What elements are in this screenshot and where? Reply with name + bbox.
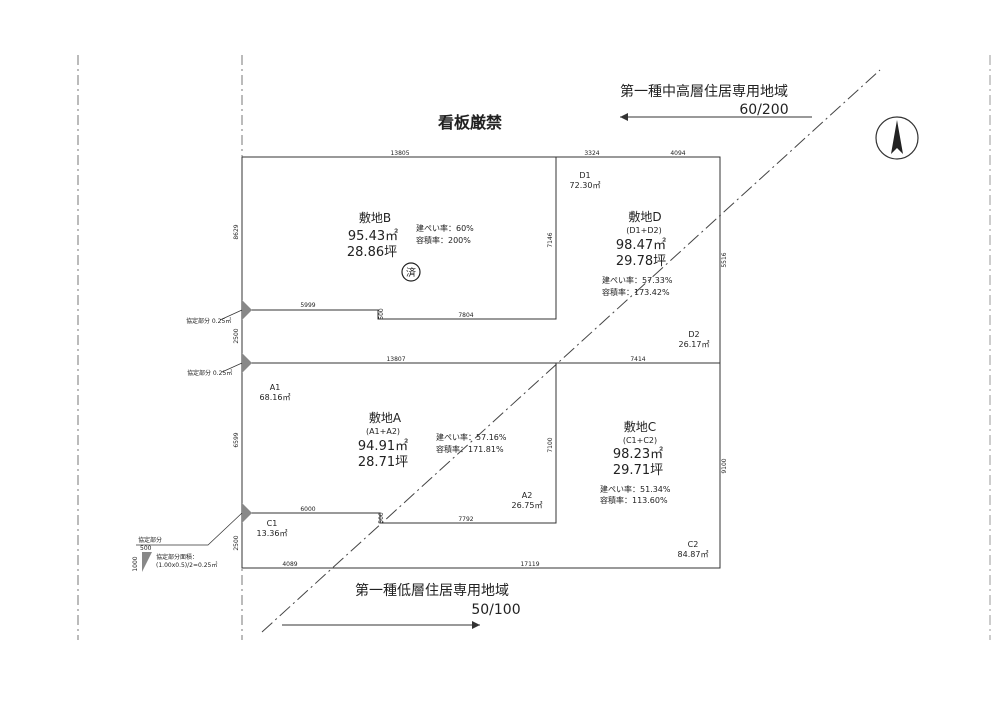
lot-d-coverage: 建ぺい率：57.33%	[602, 275, 673, 285]
lot-a-far: 容積率：171.81%	[436, 444, 504, 454]
part-a2-area: 26.75㎡	[512, 501, 543, 510]
lot-a-title: 敷地A	[369, 410, 402, 425]
dim-top-mid: 3324	[584, 150, 599, 157]
dim-top-right: 4094	[670, 150, 685, 157]
dim-a-bottom-a: 6000	[300, 506, 315, 513]
part-d1-label: D1	[579, 171, 590, 180]
part-c2-label: C2	[688, 540, 699, 549]
legend-title: 協定部分	[138, 536, 162, 544]
cut-corner-middle	[242, 353, 252, 373]
lot-a-sub: (A1+A2)	[366, 427, 400, 436]
legend-formula: 協定部分面積：	[156, 553, 198, 561]
lot-boundaries	[241, 156, 721, 569]
lot-b-coverage: 建ぺい率：60%	[416, 223, 474, 233]
dim-top-left: 13805	[390, 150, 409, 157]
notice-text: 看板厳禁	[437, 113, 502, 132]
part-a2-label: A2	[522, 491, 533, 500]
dim-b-bottom-b: 7804	[458, 312, 473, 319]
zone-top-arrowhead	[620, 113, 628, 121]
lot-c-far: 容積率：113.60%	[600, 495, 668, 505]
lot-c-tsubo: 29.71坪	[613, 463, 663, 478]
legend-width: 500	[140, 545, 152, 552]
dim-b-left: 8629	[233, 224, 240, 239]
lot-c-sub: (C1+C2)	[623, 436, 657, 445]
part-c2-area: 84.87㎡	[678, 550, 709, 559]
lot-b-far: 容積率：200%	[416, 235, 471, 245]
part-d2-area: 26.17㎡	[679, 340, 710, 349]
cut-corner-upper	[242, 300, 252, 320]
part-c1-area: 13.36㎡	[257, 529, 288, 538]
zone-bottom-ratio: 50/100	[471, 602, 520, 618]
legend-triangle	[142, 552, 152, 572]
lot-a-tsubo: 28.71坪	[358, 455, 408, 470]
lot-c-coverage: 建ぺい率：51.34%	[600, 484, 671, 494]
dim-left-mid: 2500	[233, 328, 240, 343]
approved-stamp-icon	[401, 262, 421, 282]
zone-top-name: 第一種中高層住居専用地域	[620, 83, 788, 100]
part-a1-area: 68.16㎡	[260, 393, 291, 402]
lot-a-area: 94.91㎡	[358, 439, 408, 454]
dim-bottom-b: 17119	[520, 561, 539, 568]
cut-corner-lower	[242, 503, 252, 523]
lot-b-title: 敷地B	[359, 210, 391, 225]
dim-b-bottom-a: 5999	[300, 302, 315, 309]
legend-height: 1000	[132, 556, 139, 571]
lot-c-title: 敷地C	[624, 419, 656, 434]
part-a1-label: A1	[270, 383, 281, 392]
zone-bottom-name: 第一種低層住居専用地域	[355, 582, 509, 599]
zone-top-ratio: 60/200	[739, 102, 788, 118]
lot-c-area: 98.23㎡	[613, 447, 663, 462]
dim-mid-right: 7414	[630, 356, 645, 363]
zone-bottom-arrowhead	[472, 621, 480, 629]
approved-stamp-text: 済	[406, 266, 416, 279]
dim-bottom-a: 4089	[282, 561, 297, 568]
lot-d-far: 容積率：173.42%	[602, 287, 670, 297]
part-d2-label: D2	[688, 330, 699, 339]
lot-b-area: 95.43㎡	[348, 229, 398, 244]
cut-label-middle: 協定部分 0.25㎡	[187, 369, 232, 377]
dim-a-notch: 500	[378, 512, 385, 524]
legend-calc: (1.00x0.5)/2=0.25㎡	[156, 561, 217, 569]
lot-d-tsubo: 29.78坪	[616, 254, 666, 269]
dim-a-left: 6599	[233, 432, 240, 447]
dim-mid-left: 13807	[386, 356, 405, 363]
dim-a2-right: 7100	[547, 437, 554, 452]
dim-d1-right: 7146	[547, 232, 554, 247]
cut-leader-lower	[136, 512, 243, 546]
lot-d-area: 98.47㎡	[616, 238, 666, 253]
dim-c-right: 9100	[721, 458, 728, 473]
dim-b-notch: 500	[378, 308, 385, 320]
cut-label-upper: 協定部分 0.25㎡	[186, 317, 231, 325]
north-arrow-icon	[875, 116, 919, 160]
cut-leader-upper	[219, 309, 243, 321]
dim-c-left: 2500	[233, 535, 240, 550]
part-c1-label: C1	[267, 519, 278, 528]
lot-d-title: 敷地D	[628, 209, 661, 224]
dim-a-bottom-b: 7792	[458, 516, 473, 523]
lot-d-sub: (D1+D2)	[626, 226, 661, 235]
lot-b-tsubo: 28.86坪	[347, 245, 397, 260]
part-d1-area: 72.30㎡	[570, 181, 601, 190]
lot-a-coverage: 建ぺい率：57.16%	[436, 432, 507, 442]
dim-d-right: 5516	[721, 252, 728, 267]
cut-leader-middle	[221, 362, 243, 373]
zoning-boundary-line	[261, 69, 881, 633]
